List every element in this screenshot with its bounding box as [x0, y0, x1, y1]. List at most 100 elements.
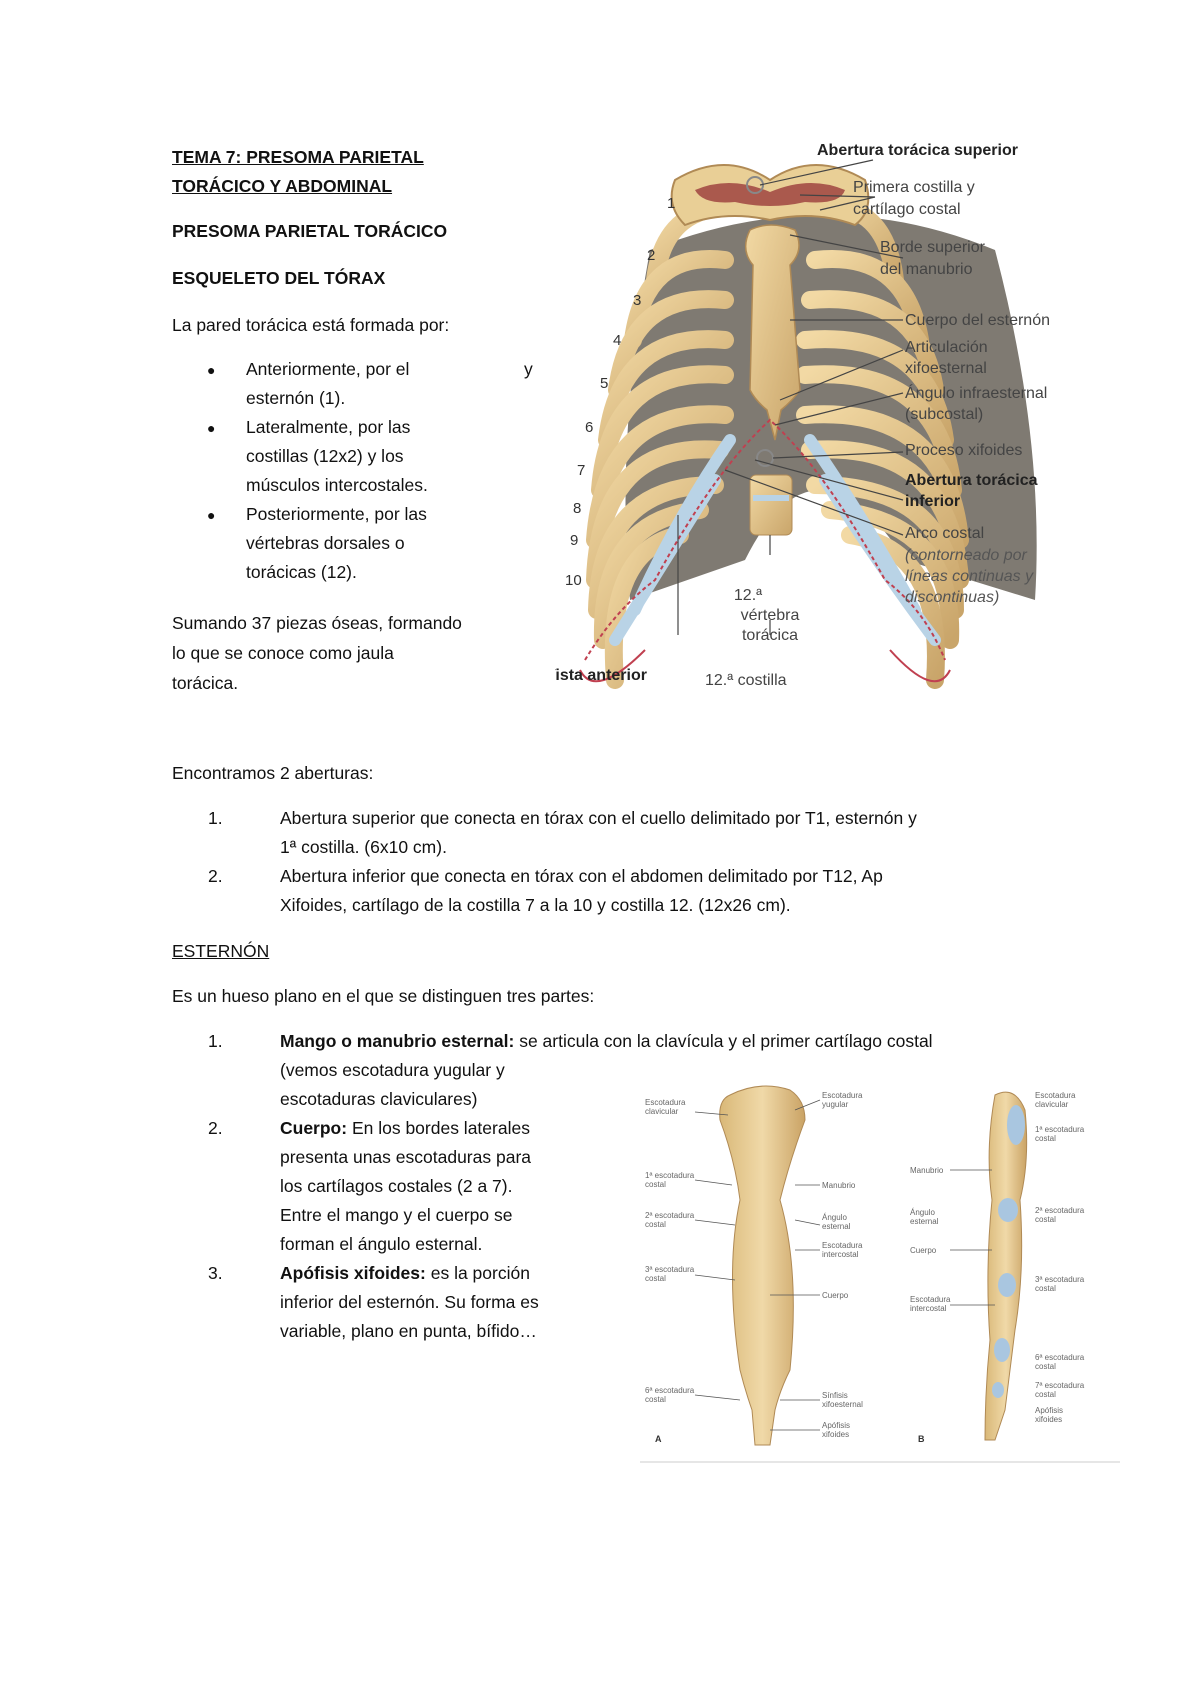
a-label-sinfisis-2: xifoesternal — [822, 1400, 863, 1409]
bullet-2-line2: costillas (12x2) y los — [246, 446, 404, 466]
parte-3-line3: variable, plano en punta, bífido… — [280, 1321, 537, 1341]
a-label-sinfisis-1: Sínfisis — [822, 1391, 848, 1400]
b-label-esc3-2: costal — [1035, 1284, 1056, 1293]
b-label-angulo-1: Ángulo — [910, 1208, 935, 1217]
bullet-1-line2: esternón (1). — [246, 388, 346, 408]
bullet-2-line3: músculos intercostales. — [246, 475, 428, 495]
list-number: 2. — [208, 1118, 223, 1138]
a-label-esc-inter-1: Escotadura — [822, 1241, 863, 1250]
a-label-esc3-1: 3ª escotadura — [645, 1265, 695, 1274]
a-label-esc2-2: costal — [645, 1220, 666, 1229]
label-proceso-xifoides: Proceso xifoides — [905, 442, 1022, 459]
label-vertebra-2: vértebra — [741, 607, 800, 624]
rib-number-6: 6 — [585, 419, 593, 436]
b-label-esc-clav-1: Escotadura — [1035, 1091, 1076, 1100]
a-label-esc-inter-2: intercostal — [822, 1250, 859, 1259]
apertura-1-line2: 1ª costilla. (6x10 cm). — [280, 837, 447, 857]
summary-line1: Sumando 37 piezas óseas, formando — [172, 613, 462, 633]
aperturas-intro: Encontramos 2 aberturas: — [172, 763, 374, 783]
a-label-esc3-2: costal — [645, 1274, 666, 1283]
a-label-apofisis-1: Apófisis — [822, 1421, 850, 1430]
rib-number-7: 7 — [577, 462, 585, 479]
summary-line3: torácica. — [172, 673, 239, 693]
parte-3-line2: inferior del esternón. Su forma es — [280, 1292, 539, 1312]
a-label-angulo-1: Ángulo — [822, 1213, 847, 1222]
label-angulo-1: Ángulo infraesternal — [905, 383, 1047, 402]
parte-2-line3: los cartílagos costales (2 a 7). — [280, 1176, 513, 1196]
rib-number-10: 10 — [565, 572, 582, 589]
a-label-esc1-1: 1ª escotadura — [645, 1171, 695, 1180]
label-articulacion-1: Articulación — [905, 339, 988, 356]
b-label-esc7-2: costal — [1035, 1390, 1056, 1399]
a-label-esc6-1: 6ª escotadura — [645, 1386, 695, 1395]
parte-2-term: Cuerpo: — [280, 1118, 348, 1138]
b-label-cuerpo: Cuerpo — [910, 1246, 937, 1255]
apertura-2-line2: Xifoides, cartílago de la costilla 7 a l… — [280, 895, 791, 915]
label-vertebra-1: 12.ª — [734, 587, 762, 604]
b-label-esc2-2: costal — [1035, 1215, 1056, 1224]
list-number: 2. — [208, 866, 223, 886]
thorax-figure: 1 2 3 4 5 6 7 8 9 10 Abertura torácica s… — [555, 142, 1050, 689]
a-label-apofisis-2: xifoides — [822, 1430, 849, 1439]
bullet-marker: ● — [207, 362, 216, 378]
list-number: 1. — [208, 1031, 223, 1051]
bullet-marker: ● — [207, 507, 216, 523]
esternon-intro: Es un hueso plano en el que se distingue… — [172, 986, 595, 1006]
parte-3-term: Apófisis xifoides: — [280, 1263, 426, 1283]
label-arco-note-2: líneas continuas y — [905, 568, 1034, 585]
a-label-esc2-1: 2ª escotadura — [645, 1211, 695, 1220]
sternum-figure: Escotadura clavicular Escotadura yugular… — [640, 1085, 1120, 1463]
a-label-esc-yug-1: Escotadura — [822, 1091, 863, 1100]
parte-1-line2: (vemos escotadura yugular y — [280, 1060, 505, 1080]
a-label-esc-yug-2: yugular — [822, 1100, 849, 1109]
label-abertura-superior: Abertura torácica superior — [817, 142, 1018, 159]
rib-number-3: 3 — [633, 292, 641, 309]
b-label-esc-inter-1: Escotadura — [910, 1295, 951, 1304]
bullet-3-line2: vértebras dorsales o — [246, 533, 405, 553]
rib-number-9: 9 — [570, 532, 578, 549]
rib-number-2: 2 — [647, 247, 655, 264]
parte-1-line3: escotaduras claviculares) — [280, 1089, 478, 1109]
bullet-1-line1: Anteriormente, por el — [246, 359, 410, 379]
apertura-2-line1: Abertura inferior que conecta en tórax c… — [280, 866, 883, 886]
a-label-esc1-2: costal — [645, 1180, 666, 1189]
label-costilla-12: 12.ª costilla — [705, 672, 787, 689]
label-primera-costilla-1: Primera costilla y — [853, 179, 975, 196]
b-label-esc-inter-2: intercostal — [910, 1304, 947, 1313]
label-arco-costal: Arco costal — [905, 525, 984, 542]
parte-2-line5: forman el ángulo esternal. — [280, 1234, 483, 1254]
label-abertura-inferior-1: Abertura torácica — [905, 472, 1038, 489]
parte-1-line1: Mango o manubrio esternal: se articula c… — [280, 1027, 933, 1056]
page-title-line1: TEMA 7: PRESOMA PARIETAL — [172, 147, 424, 167]
b-label-esc1-2: costal — [1035, 1134, 1056, 1143]
a-label-esc-clav-1: Escotadura — [645, 1098, 686, 1107]
bullet-3-line1: Posteriormente, por las — [246, 504, 427, 524]
rib-number-8: 8 — [573, 500, 581, 517]
parte-1-text: se articula con la clavícula y el primer… — [514, 1031, 933, 1051]
label-vista-anterior: Vista anterior — [555, 667, 647, 684]
b-label-angulo-2: esternal — [910, 1217, 939, 1226]
bullet-3-line3: torácicas (12). — [246, 562, 357, 582]
rib-number-5: 5 — [600, 375, 608, 392]
rib-number-1: 1 — [667, 195, 675, 212]
rib-number-4: 4 — [613, 332, 621, 349]
bullet-2-line1: Lateralmente, por las — [246, 417, 411, 437]
label-borde-manubrio-1: Borde superior — [880, 239, 986, 256]
parte-1-term: Mango o manubrio esternal: — [280, 1031, 515, 1051]
b-label-esc-clav-2: clavicular — [1035, 1100, 1069, 1109]
b-label-manubrio: Manubrio — [910, 1166, 944, 1175]
a-label-cuerpo: Cuerpo — [822, 1291, 849, 1300]
label-abertura-inferior-2: inferior — [905, 493, 960, 510]
subtitle: PRESOMA PARIETAL TORÁCICO — [172, 221, 448, 241]
intro-text: La pared torácica está formada por: — [172, 315, 450, 335]
parte-2-line1: Cuerpo: En los bordes laterales — [280, 1114, 530, 1143]
a-label-esc6-2: costal — [645, 1395, 666, 1404]
parte-2-line4: Entre el mango y el cuerpo se — [280, 1205, 513, 1225]
label-primera-costilla-2: cartílago costal — [853, 201, 961, 218]
a-label-manubrio: Manubrio — [822, 1181, 856, 1190]
parte-3-line1: Apófisis xifoides: es la porción — [280, 1259, 530, 1288]
label-cuerpo-esternon: Cuerpo del esternón — [905, 312, 1050, 329]
parte-2-text: En los bordes laterales — [347, 1118, 530, 1138]
b-label-esc3-1: 3ª escotadura — [1035, 1275, 1085, 1284]
label-angulo-2: (subcostal) — [905, 406, 983, 423]
